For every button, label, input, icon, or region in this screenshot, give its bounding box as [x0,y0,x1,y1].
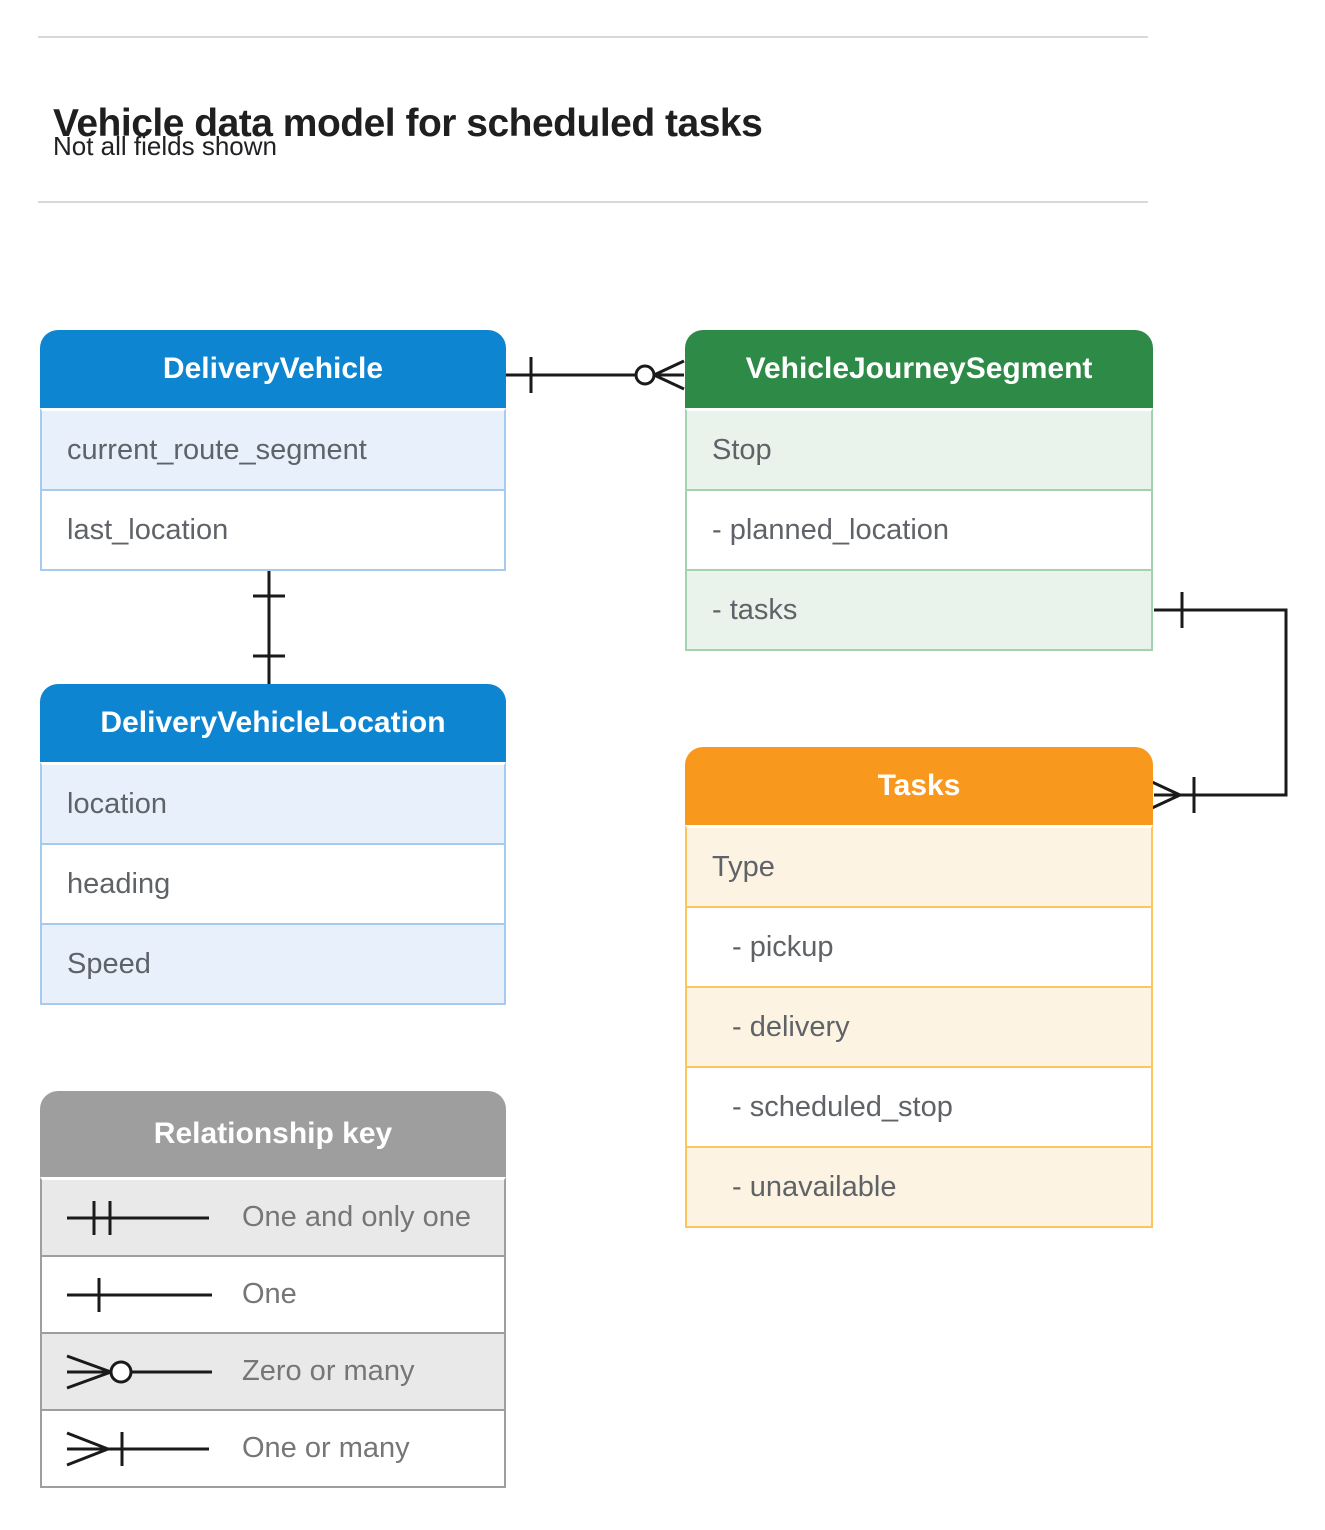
entity-delivery-vehicle-location: DeliveryVehicleLocation location heading… [40,684,506,1005]
entity-header: Tasks [685,747,1153,825]
entity-row: - delivery [687,986,1151,1066]
relationship-key-title: Relationship key [153,1117,393,1150]
field-label: - unavailable [732,1170,897,1203]
field-label: - tasks [712,593,798,626]
entity-title: DeliveryVehicleLocation [100,706,446,739]
entity-row: - planned_location [687,489,1151,569]
connector-deliveryvehicle-vehiclejourneysegment [506,357,685,393]
entity-rows: Stop - planned_location - tasks [685,408,1153,651]
legend-label: Zero or many [242,1355,415,1387]
entity-row: - unavailable [687,1146,1151,1226]
entity-header: VehicleJourneySegment [685,330,1153,408]
relationship-key: Relationship key One and only one One [40,1091,506,1488]
field-label: - scheduled_stop [732,1090,953,1123]
entity-vehicle-journey-segment: VehicleJourneySegment Stop - planned_loc… [685,330,1153,651]
one-icon [67,1277,212,1312]
legend-label: One or many [242,1432,410,1464]
one-or-many-icon [1151,777,1196,813]
field-label: - pickup [732,930,834,963]
entity-header: DeliveryVehicle [40,330,506,408]
entity-delivery-vehicle: DeliveryVehicle current_route_segment la… [40,330,506,571]
connector-deliveryvehicle-deliveryvehiclelocation [253,569,285,684]
legend-row: One or many [42,1409,504,1486]
field-label: Speed [67,947,151,980]
entity-row: location [42,765,504,843]
entity-tasks: Tasks Type - pickup - delivery - schedul… [685,747,1153,1228]
field-label: location [67,787,167,820]
one-and-only-one-icon [67,1200,209,1235]
page-title: Vehicle data model for scheduled tasks [53,102,763,146]
legend-label: One and only one [242,1201,471,1233]
header-divider [38,201,1148,203]
entity-row: Stop [687,411,1151,489]
top-divider [38,36,1148,38]
legend-row: One [42,1255,504,1332]
field-label: current_route_segment [67,433,367,466]
entity-row: current_route_segment [42,411,504,489]
entity-row: - scheduled_stop [687,1066,1151,1146]
entity-row: Type [687,828,1151,906]
entity-row: - pickup [687,906,1151,986]
entity-row: - tasks [687,569,1151,649]
field-label: Type [712,850,775,883]
legend-label: One [242,1278,297,1310]
legend-row: Zero or many [42,1332,504,1409]
field-label: heading [67,867,171,900]
entity-header: DeliveryVehicleLocation [40,684,506,762]
entity-row: last_location [42,489,504,569]
field-label: last_location [67,513,229,546]
entity-title: Tasks [877,769,961,802]
zero-or-many-icon [634,359,685,391]
one-or-many-icon [66,1431,209,1466]
entity-title: VehicleJourneySegment [745,352,1093,385]
entity-row: Speed [42,923,504,1003]
legend-row: One and only one [42,1180,504,1255]
entity-rows: Type - pickup - delivery - scheduled_sto… [685,825,1153,1228]
connector-vehiclejourneysegment-tasks [1151,592,1288,813]
field-label: Stop [712,433,772,466]
relationship-key-rows: One and only one One Zero or many [40,1177,506,1488]
entity-rows: current_route_segment last_location [40,408,506,571]
entity-rows: location heading Speed [40,762,506,1005]
zero-or-many-icon [66,1354,212,1389]
field-label: - planned_location [712,513,950,546]
entity-title: DeliveryVehicle [162,352,384,385]
relationship-key-header: Relationship key [40,1091,506,1177]
field-label: - delivery [732,1010,850,1043]
page-subtitle: Not all fields shown [53,131,277,161]
entity-row: heading [42,843,504,923]
